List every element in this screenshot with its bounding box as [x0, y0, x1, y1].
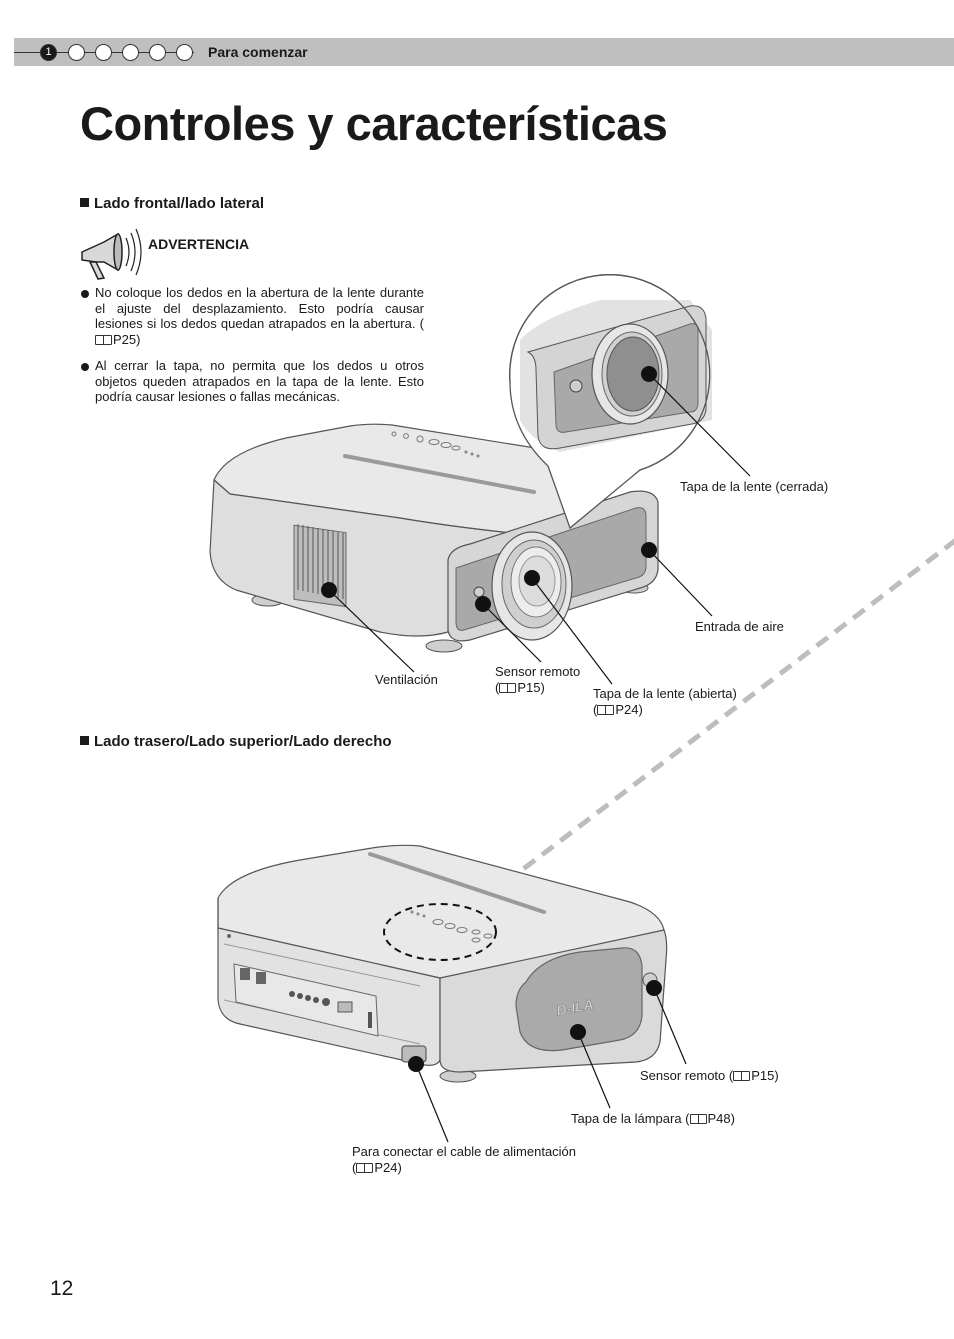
label-remote-sensor-rear: Sensor remoto (P15): [640, 1068, 779, 1083]
megaphone-icon: [81, 228, 142, 280]
warning-item-1-text: No coloque los dedos en la abertura de l…: [95, 285, 424, 331]
book-reference-icon: [689, 1114, 707, 1124]
d-ila-logo: D-ILA: [555, 996, 595, 1018]
step-indicator-4: [122, 44, 139, 61]
bullet-dot-icon: [81, 363, 89, 371]
label-lamp-cover: Tapa de la lámpara (P48): [571, 1111, 735, 1126]
front-leader-lines: [328, 373, 751, 685]
warning-item-2-text: Al cerrar la tapa, no permita que los de…: [95, 358, 424, 404]
rear-section-heading: Lado trasero/Lado superior/Lado derecho: [80, 733, 392, 750]
front-section-heading-text: Lado frontal/lado lateral: [94, 195, 265, 212]
step-indicator-5: [149, 44, 166, 61]
rear-callout-markers: [408, 980, 662, 1072]
book-reference-icon: [499, 683, 517, 693]
section-label: Para comenzar: [208, 44, 308, 60]
warning-item-2: Al cerrar la tapa, no permita que los de…: [80, 358, 424, 405]
label-power-connector: Para conectar el cable de alimentación (…: [352, 1144, 577, 1175]
book-reference-icon: [356, 1163, 374, 1173]
dashed-guide-line: [470, 538, 954, 910]
step-indicator-1: 1: [40, 44, 57, 61]
book-reference-icon: [597, 705, 615, 715]
warning-item-1-ref: P25: [113, 331, 137, 347]
step-indicator-6: [176, 44, 193, 61]
rear-projector-illustration: [217, 844, 668, 1083]
step-indicator-2: [68, 44, 85, 61]
warning-item-1: No coloque los dedos en la abertura de l…: [80, 285, 424, 347]
square-bullet-icon: [80, 198, 89, 207]
book-reference-icon: [733, 1071, 751, 1081]
front-section-heading: Lado frontal/lado lateral: [80, 195, 264, 212]
warning-title: ADVERTENCIA: [148, 236, 250, 252]
page-number: 12: [50, 1277, 74, 1300]
rear-section-heading-text: Lado trasero/Lado superior/Lado derecho: [94, 733, 392, 750]
book-reference-icon: [95, 334, 112, 345]
step-indicator-3: [95, 44, 112, 61]
label-lens-cover-open: Tapa de la lente (abierta) (P24): [593, 686, 737, 717]
page-title: Controles y características: [80, 97, 668, 150]
square-bullet-icon: [80, 736, 89, 745]
label-ventilation: Ventilación: [375, 672, 438, 687]
bullet-dot-icon: [81, 290, 89, 298]
front-projector-illustration: [209, 423, 659, 653]
label-remote-sensor-front: Sensor remoto (P15): [495, 664, 581, 695]
label-lens-cover-closed: Tapa de la lente (cerrada): [680, 479, 829, 494]
label-air-intake: Entrada de aire: [695, 619, 784, 634]
